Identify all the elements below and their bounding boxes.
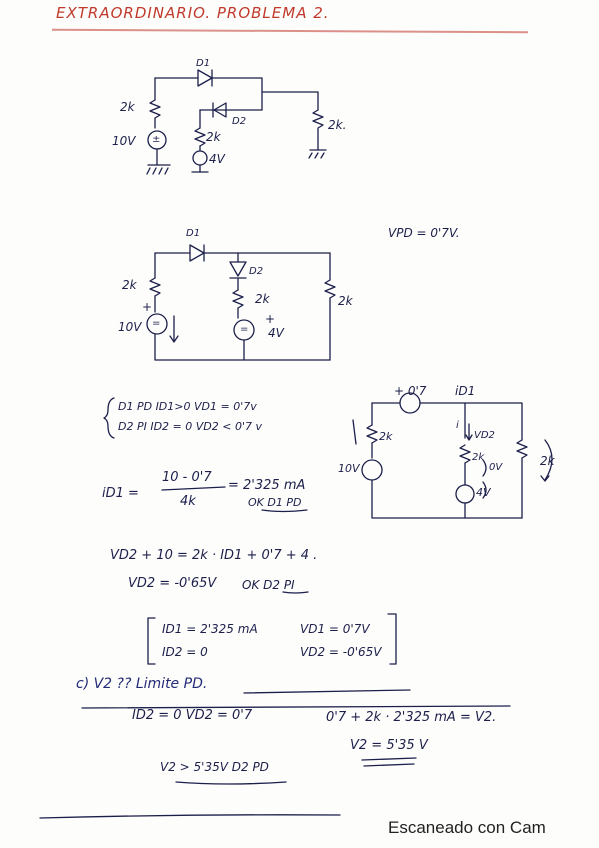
eq-1: VD2 + 10 = 2k · ID1 + 0'7 + 4 .	[110, 548, 318, 563]
c2-v-left: 10V	[118, 320, 142, 334]
ok2-underline	[282, 591, 309, 594]
c3-r-left: 2k	[379, 430, 393, 443]
c2-d1-label: D1	[186, 228, 201, 239]
eq-2-ok: OK D2 PI	[242, 578, 295, 592]
summary-id2: ID2 = 0	[162, 645, 208, 659]
c3-r-mid: 2k	[472, 452, 485, 463]
partc-rule	[81, 705, 511, 709]
partc-label-underline	[243, 689, 411, 694]
fraction-bar	[161, 486, 226, 491]
c1-d2-label: D2	[232, 116, 247, 127]
id1-numerator: 10 - 0'7	[162, 470, 212, 485]
scanner-watermark: Escaneado con Cam	[388, 818, 546, 837]
c2-v-mid: 4V	[268, 326, 284, 340]
c2-d2-label: D2	[249, 266, 264, 277]
c1-r-right: 2k.	[328, 118, 347, 132]
c2-r-left: 2k	[122, 278, 137, 292]
footer-stroke	[39, 814, 341, 819]
c1-source-sign: ±	[152, 134, 161, 145]
c3-v-mid: 4V	[476, 486, 491, 499]
c1-v-left: 10V	[112, 134, 136, 148]
partc-result: V2 = 5'35 V	[350, 738, 428, 753]
c3-v07: + 0'7	[394, 384, 427, 398]
c1-r-left: 2k	[120, 100, 135, 114]
result-double-underline	[361, 757, 417, 767]
partc-cond: ID2 = 0 VD2 = 0'7	[132, 708, 253, 723]
vpd-note: VPD = 0'7V.	[388, 226, 460, 240]
c3-ov: 0V	[489, 462, 503, 473]
summary-id1: ID1 = 2'325 mA	[162, 622, 258, 636]
circuit-3	[352, 392, 553, 519]
c2-src-left-eq: =	[152, 318, 161, 329]
summary-left-bracket	[147, 617, 156, 665]
c2-r-right: 2k	[338, 294, 353, 308]
c3-vd2: VD2	[474, 430, 495, 441]
id1-denominator: 4k	[180, 494, 196, 509]
circuit-1	[146, 69, 327, 175]
summary-vd2: VD2 = -0'65V	[300, 645, 382, 659]
c2-plus-left: +	[142, 300, 153, 314]
states-bracket	[103, 397, 115, 439]
c1-d1-label: D1	[196, 58, 211, 69]
c3-id1: iD1	[455, 384, 476, 398]
ok-underline	[261, 509, 308, 513]
c3-v-left: 10V	[338, 462, 360, 475]
partc-final: V2 > 5'35V D2 PD	[160, 760, 269, 774]
id1-label: iD1 =	[102, 486, 139, 501]
state-line-1: D1 PD ID1>0 VD1 = 0'7v	[118, 400, 257, 413]
c1-v-mid: 4V	[209, 152, 225, 166]
c2-src-mid-eq: =	[240, 324, 249, 335]
id1-result: = 2'325 mA	[228, 478, 306, 493]
c1-r-mid: 2k	[206, 130, 221, 144]
id1-ok: OK D1 PD	[248, 496, 302, 509]
c2-plus-mid: +	[265, 312, 276, 326]
final-underline	[175, 781, 287, 785]
partc-label: c) V2 ?? Limite PD.	[76, 676, 208, 692]
c3-r-right: 2k	[540, 454, 555, 468]
partc-eq: 0'7 + 2k · 2'325 mA = V2.	[326, 710, 497, 725]
eq-2-lhs: VD2 = -0'65V	[128, 576, 217, 591]
summary-right-bracket	[387, 613, 397, 665]
state-line-2: D2 PI ID2 = 0 VD2 < 0'7 v	[118, 420, 262, 433]
c2-r-mid: 2k	[255, 292, 270, 306]
page-title: EXTRAORDINARIO. PROBLEMA 2.	[56, 4, 330, 22]
circuit-2	[146, 244, 336, 361]
c3-current-mark: i	[456, 420, 459, 431]
summary-vd1: VD1 = 0'7V	[300, 622, 370, 636]
